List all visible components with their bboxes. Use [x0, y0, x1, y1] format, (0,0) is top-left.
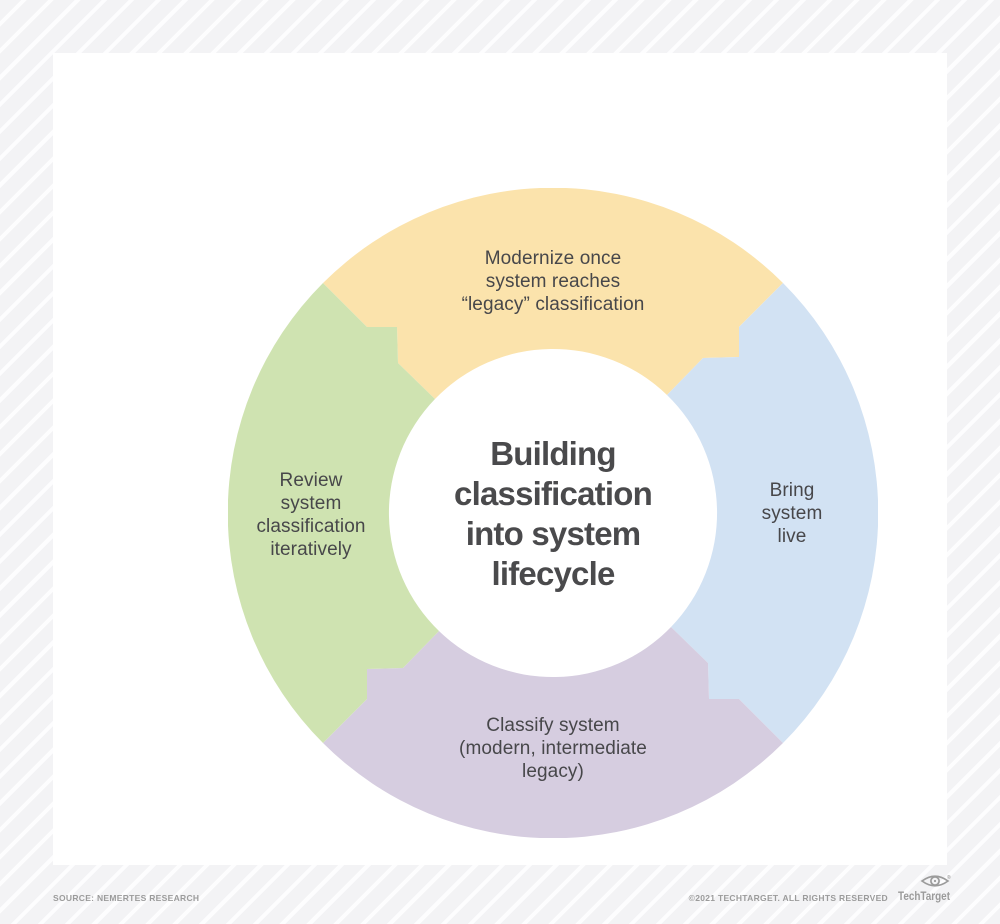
brand-wordmark: TechTarget [898, 891, 950, 903]
segment-label-bring-system-live: Bring system live [761, 480, 823, 547]
lifecycle-cycle-diagram [228, 188, 878, 838]
eye-icon [920, 875, 950, 887]
segment-bring-system-live [667, 283, 878, 743]
segment-label-classify-system: Classify system (modern, intermediate le… [459, 715, 647, 782]
segment-label-modernize: Modernize once system reaches “legacy” c… [461, 248, 645, 315]
diagram-title: Building classification into system life… [454, 435, 653, 592]
segment-review-classification [228, 283, 439, 743]
footer: SOURCE: NEMERTES RESEARCH ©2021 TECHTARG… [0, 865, 1000, 924]
source-attribution: SOURCE: NEMERTES RESEARCH [53, 893, 200, 903]
copyright-text: ©2021 TECHTARGET. ALL RIGHTS RESERVED [688, 893, 888, 903]
registered-mark: ® [947, 874, 951, 881]
segment-label-review-classification: Review system classification iteratively [256, 470, 366, 560]
center-circle [390, 350, 716, 676]
segment-classify-system [323, 627, 783, 838]
segment-modernize [323, 188, 783, 399]
techtarget-logo: ® TechTarget [898, 874, 951, 903]
infographic-card: Modernize once system reaches “legacy” c… [53, 53, 947, 865]
